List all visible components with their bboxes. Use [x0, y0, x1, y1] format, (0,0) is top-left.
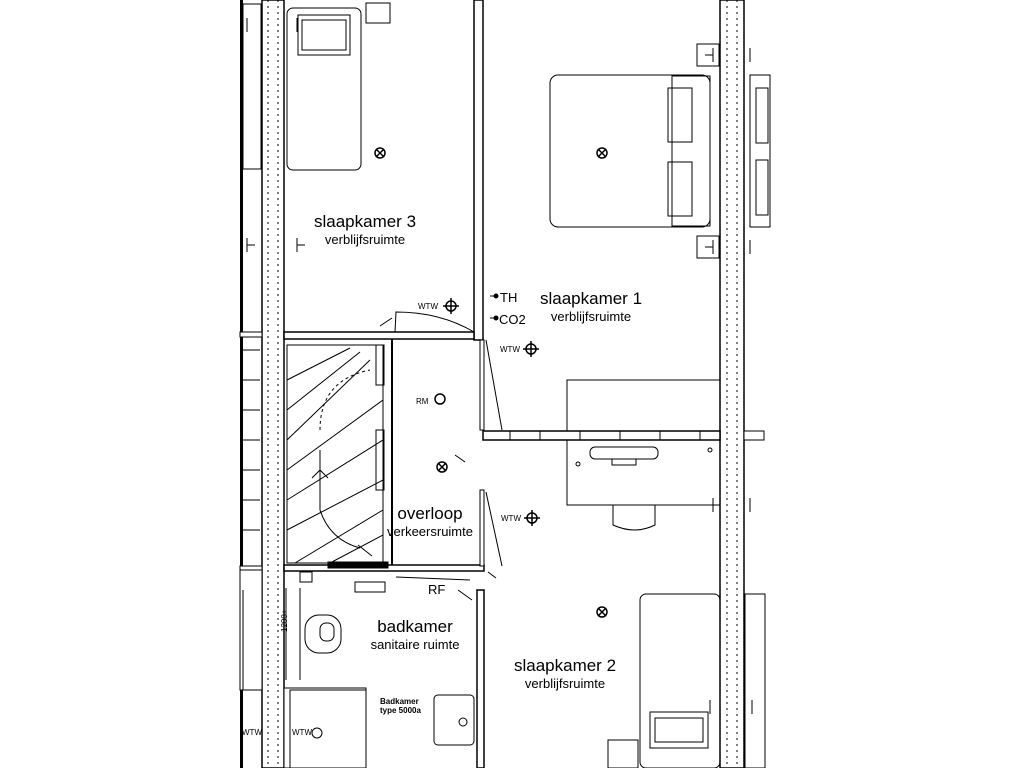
- outlets: [246, 18, 753, 714]
- neighbour-staircase: [243, 349, 260, 531]
- thermostat-label: TH: [500, 290, 518, 305]
- co2-sensor-label: CO2: [499, 312, 526, 327]
- wtw-label: WTW: [292, 728, 312, 737]
- wtw-label: WTW: [501, 514, 521, 523]
- bathroom-type-label: Badkamer type 5000a: [380, 697, 421, 715]
- bathtub: [289, 689, 367, 768]
- wtw-label: WTW: [242, 728, 262, 737]
- room-name: slaapkamer 1: [539, 289, 643, 308]
- dimension-label: 1200+: [280, 609, 289, 632]
- toilet: [304, 614, 342, 654]
- bed-slaapkamer-3: [286, 2, 391, 171]
- wall-left: [240, 0, 285, 768]
- ceiling-lights: [374, 147, 608, 618]
- wall-right: [719, 0, 745, 768]
- wtw-vents: [443, 298, 540, 526]
- room-overloop: overloop verkeersruimte: [370, 504, 490, 539]
- room-use: sanitaire ruimte: [370, 637, 460, 652]
- staircase: [286, 344, 389, 593]
- bed-slaapkamer-2: [607, 593, 721, 768]
- bathroom-type-line-1: Badkamer: [380, 697, 419, 706]
- room-use: verkeersruimte: [387, 524, 473, 539]
- wtw-label: WTW: [500, 345, 520, 354]
- room-name: overloop: [397, 504, 463, 523]
- room-slaapkamer-1: slaapkamer 1 verblijfsruimte: [526, 289, 656, 324]
- neighbour-furniture: [242, 3, 771, 768]
- room-use: verblijfsruimte: [524, 676, 606, 691]
- room-slaapkamer-2: slaapkamer 2 verblijfsruimte: [500, 656, 630, 691]
- doors: [379, 311, 503, 581]
- bathroom-type-line-2: type 5000a: [380, 706, 421, 715]
- desk: [566, 379, 721, 531]
- smoke-detector-label: RM: [416, 397, 429, 406]
- bed-slaapkamer-1: [549, 43, 720, 259]
- room-name: badkamer: [377, 617, 453, 636]
- room-use: verblijfsruimte: [550, 309, 632, 324]
- rf-label: RF: [428, 582, 446, 597]
- wall-central: [473, 0, 485, 768]
- room-name: slaapkamer 2: [513, 656, 617, 675]
- bathroom-sink: [433, 694, 475, 746]
- wtw-label: WTW: [418, 302, 438, 311]
- room-badkamer: badkamer sanitaire ruimte: [350, 617, 480, 652]
- wall-bathroom: [239, 569, 367, 768]
- room-name: slaapkamer 3: [313, 212, 417, 231]
- room-slaapkamer-3: slaapkamer 3 verblijfsruimte: [300, 212, 430, 247]
- room-use: verblijfsruimte: [324, 232, 406, 247]
